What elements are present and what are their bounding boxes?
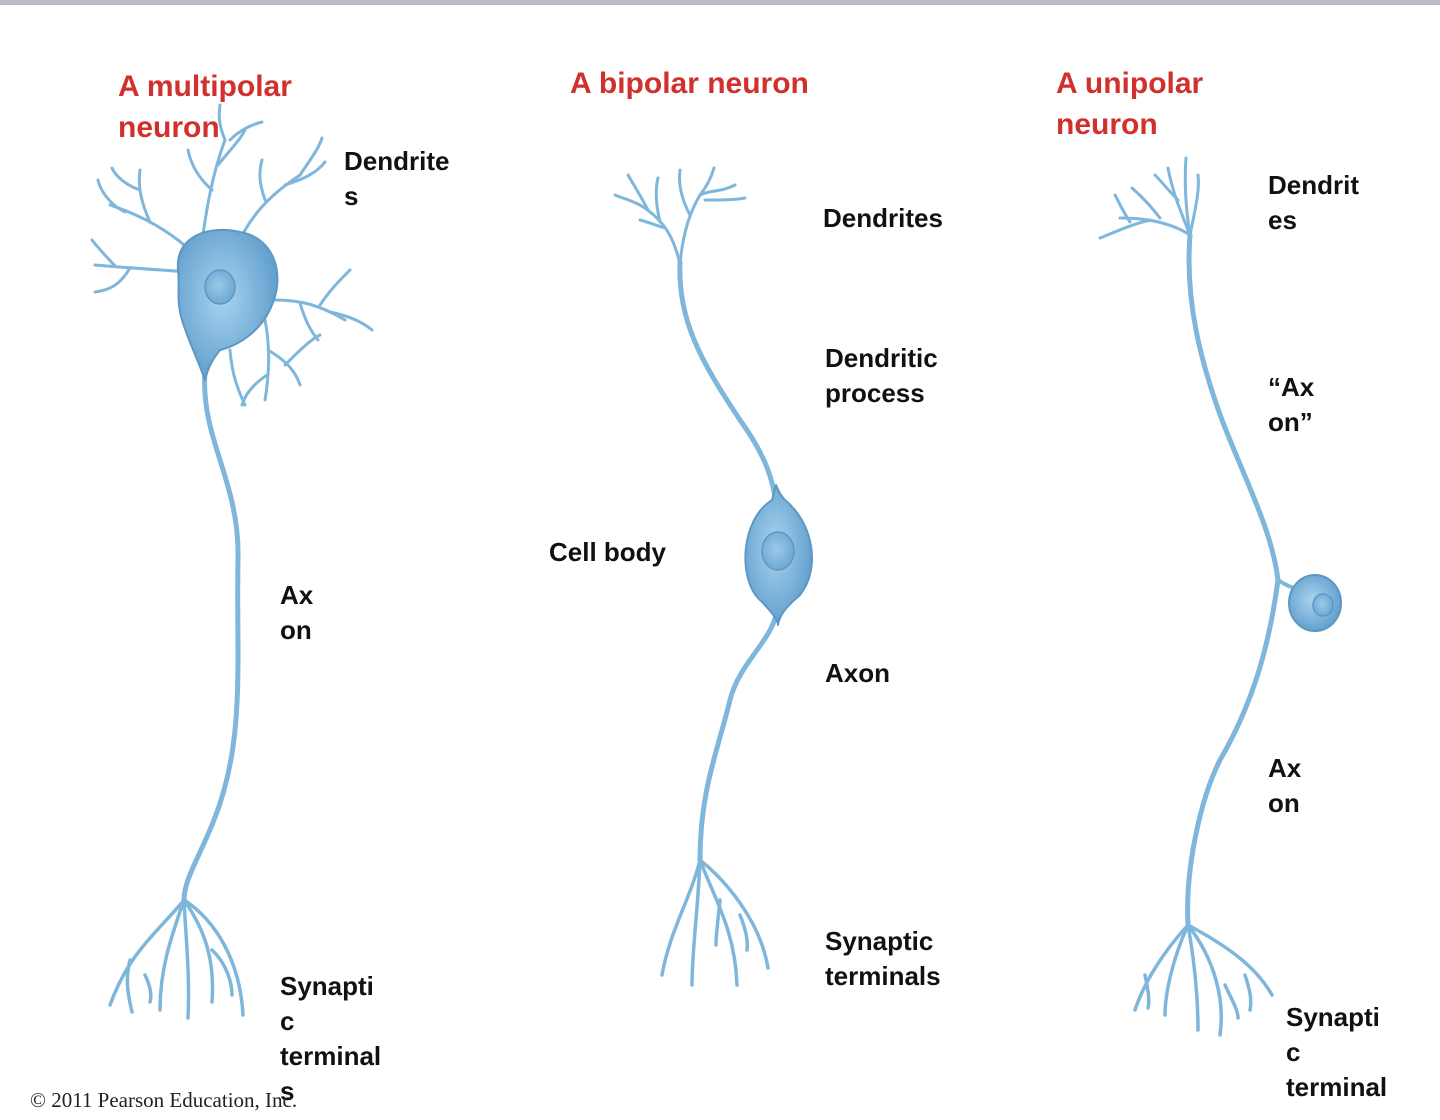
bipolar-dendrites-label: Dendrites [823, 203, 943, 233]
copyright-notice: © 2011 Pearson Education, Inc. [30, 1088, 298, 1112]
unipolar-nucleus [1312, 593, 1334, 617]
bipolar-neuron [613, 166, 813, 987]
bipolar-cell-body-label: Cell body [549, 537, 667, 567]
bipolar-terminals [660, 858, 770, 987]
unipolar-dendrites [1098, 156, 1200, 240]
multipolar-terminals [108, 898, 245, 1020]
multipolar-neuron [90, 103, 374, 1020]
bipolar-dendrites [613, 166, 747, 267]
multipolar-nucleus [204, 269, 236, 305]
unipolar-neuron [1098, 156, 1342, 1037]
unipolar-terminals [1133, 923, 1274, 1037]
multipolar-cell-body [176, 228, 279, 381]
bipolar-axon-label: Axon [825, 658, 890, 688]
bipolar-nucleus [761, 531, 795, 571]
bipolar-title: A bipolar neuron [570, 67, 809, 100]
top-border [0, 0, 1440, 5]
